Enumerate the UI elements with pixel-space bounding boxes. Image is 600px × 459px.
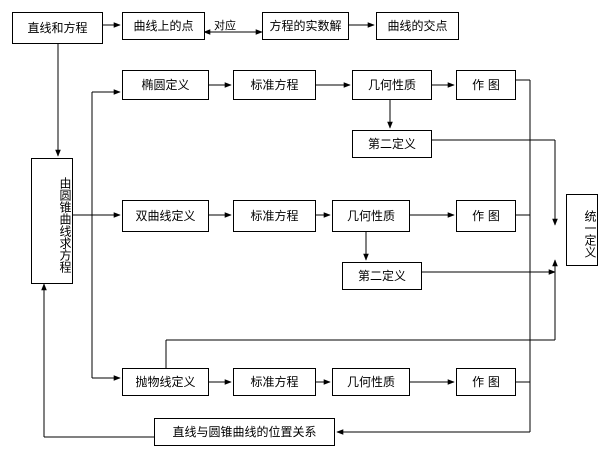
hyperbola-geometric-properties-box: 几何性质	[332, 200, 410, 232]
hyperbola-second-definition-box: 第二定义	[342, 262, 422, 290]
ellipse-drawing-box: 作 图	[456, 70, 516, 100]
conic-equation-box: 由圆锥曲线求方程	[31, 158, 73, 284]
real-solutions-box: 方程的实数解	[262, 12, 349, 40]
curve-intersection-box: 曲线的交点	[376, 12, 459, 40]
ellipse-standard-equation-box: 标准方程	[233, 70, 316, 100]
parabola-drawing-box: 作 图	[456, 368, 516, 396]
line-and-equation-box: 直线和方程	[12, 12, 103, 44]
position-relation-box: 直线与圆锥曲线的位置关系	[154, 418, 335, 446]
correspond-label: 对应	[214, 19, 236, 32]
hyperbola-drawing-box: 作 图	[456, 200, 516, 232]
hyperbola-definition-box: 双曲线定义	[122, 200, 209, 232]
ellipse-definition-box: 椭圆定义	[122, 70, 209, 100]
parabola-geometric-properties-box: 几何性质	[332, 368, 410, 396]
unified-definition-box: 统一定义	[566, 194, 598, 266]
hyperbola-standard-equation-box: 标准方程	[233, 200, 316, 232]
parabola-standard-equation-box: 标准方程	[233, 368, 316, 396]
ellipse-geometric-properties-box: 几何性质	[352, 70, 432, 100]
ellipse-second-definition-box: 第二定义	[352, 130, 432, 158]
points-on-curve-box: 曲线上的点	[122, 12, 205, 40]
parabola-definition-box: 抛物线定义	[122, 368, 209, 396]
